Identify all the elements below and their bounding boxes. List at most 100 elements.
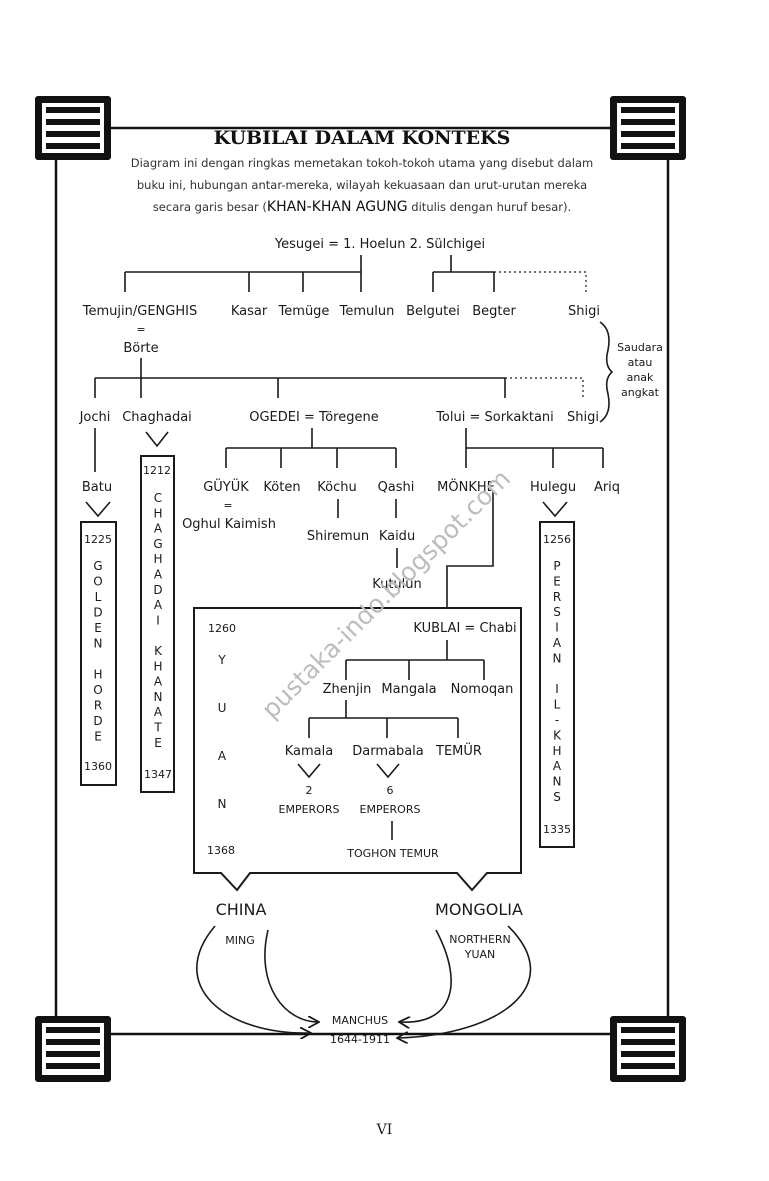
arrow-mongolia-outer bbox=[398, 925, 532, 1038]
yuan-box bbox=[193, 607, 522, 892]
chaghadai-letter: A bbox=[154, 522, 163, 536]
golden-horde-end: 1360 bbox=[84, 760, 112, 773]
darmabala-emperors-label: EMPERORS bbox=[360, 803, 421, 816]
kutulun-node: Kutulun bbox=[372, 577, 422, 592]
northern-label: NORTHERN bbox=[449, 933, 511, 946]
ogedei-child-kochu: Köchu bbox=[317, 480, 356, 495]
mongolia-label: MONGOLIA bbox=[435, 900, 523, 919]
chaghadai-khanate-box bbox=[140, 455, 175, 793]
yesugei-node: Yesugei = 1. Hoelun 2. Sülchigei bbox=[274, 237, 485, 252]
guyuk-marriage-symbol: = bbox=[223, 499, 232, 512]
kublai-child-zhenjin: Zhenjin bbox=[323, 682, 372, 697]
kublai-node: KUBLAI = Chabi bbox=[413, 621, 516, 636]
gen2-tolui: Tolui = Sorkaktani bbox=[435, 410, 554, 425]
yuan-letter: N bbox=[218, 797, 227, 811]
bracket-note-line-2: atau bbox=[628, 356, 653, 369]
description-line-2: buku ini, hubungan antar-mereka, wilayah… bbox=[137, 178, 587, 192]
persian-letter: I bbox=[555, 682, 559, 696]
golden-letter: G bbox=[93, 559, 102, 573]
chaghadai-letter: A bbox=[154, 675, 163, 689]
persian-ilkhans-start: 1256 bbox=[543, 533, 571, 546]
tolui-child-monkhe: MÖNKHE bbox=[437, 478, 495, 495]
persian-letter: S bbox=[553, 605, 561, 619]
chaghadai-letter: C bbox=[154, 491, 162, 505]
gen2-shigi: Shigi bbox=[567, 410, 599, 425]
bracket-note-line-3: anak bbox=[627, 371, 654, 384]
golden-letter: R bbox=[94, 699, 102, 713]
gen2-jochi: Jochi bbox=[79, 410, 111, 425]
kamala-chevron bbox=[297, 763, 321, 779]
chaghadai-letter: A bbox=[154, 598, 163, 612]
persian-letter: A bbox=[553, 759, 562, 773]
golden-letter: E bbox=[94, 621, 102, 635]
shiremun-node: Shiremun bbox=[307, 529, 369, 544]
gen1-temuge: Temüge bbox=[278, 304, 330, 319]
persian-ilkhans-end: 1335 bbox=[543, 823, 571, 836]
gen2-ogedei: OGEDEI = Töregene bbox=[249, 410, 378, 425]
batu-node: Batu bbox=[82, 480, 112, 495]
kamala-emperors-label: EMPERORS bbox=[279, 803, 340, 816]
manchus-years: 1644-1911 bbox=[330, 1033, 390, 1046]
gen2-chaghadai: Chaghadai bbox=[122, 410, 192, 425]
chaghadai-khanate-start: 1212 bbox=[143, 464, 171, 477]
persian-letter: P bbox=[553, 559, 560, 573]
golden-letter: E bbox=[94, 730, 102, 744]
chaghadai-letter: K bbox=[154, 644, 163, 658]
marriage-symbol: = bbox=[136, 323, 145, 336]
persian-letter: K bbox=[553, 728, 562, 742]
ming-label: MING bbox=[225, 934, 255, 947]
chaghadai-letter: T bbox=[153, 721, 162, 735]
bracket-note-line-4: angkat bbox=[621, 386, 660, 399]
corner-ornament-bottom-left bbox=[35, 1016, 111, 1082]
darmabala-emperor-count: 6 bbox=[387, 784, 394, 797]
monkhe-to-kublai-line bbox=[446, 491, 494, 608]
kublai-child-nomoqan: Nomoqan bbox=[451, 682, 514, 697]
adopted-link-gen2 bbox=[505, 377, 584, 398]
arrow-mongolia-inner bbox=[400, 929, 452, 1022]
arrow-china-inner bbox=[264, 929, 318, 1022]
persian-letter: N bbox=[553, 651, 562, 665]
description-emphasis: KHAN-KHAN AGUNG bbox=[267, 199, 408, 215]
persian-ilkhans-chevron bbox=[542, 501, 568, 518]
gen1-begter: Begter bbox=[472, 304, 516, 319]
kublai-children-lines bbox=[345, 640, 485, 680]
description-line-1: Diagram ini dengan ringkas memetakan tok… bbox=[131, 156, 594, 170]
arrow-china-outer bbox=[196, 925, 310, 1033]
persian-letter: - bbox=[555, 713, 559, 727]
chaghadai-letter: A bbox=[154, 705, 163, 719]
root-connector-lines bbox=[124, 255, 495, 292]
ogedei-child-koten: Köten bbox=[263, 480, 300, 495]
description-line-3: secara garis besar (KHAN-KHAN AGUNG ditu… bbox=[153, 199, 571, 215]
persian-letter: I bbox=[555, 621, 559, 635]
yuan-letter: A bbox=[218, 749, 227, 763]
golden-horde-chevron bbox=[85, 501, 111, 518]
kamala-emperor-count: 2 bbox=[306, 784, 313, 797]
yuan-letters: Y U A N bbox=[217, 653, 227, 811]
persian-ilkhans-box bbox=[539, 521, 575, 848]
description-line-3a: secara garis besar ( bbox=[153, 200, 267, 214]
ogedei-children-lines bbox=[225, 428, 397, 468]
golden-letter: D bbox=[93, 714, 102, 728]
kaidu-node: Kaidu bbox=[379, 529, 415, 544]
yuan-letter: U bbox=[218, 701, 227, 715]
persian-letter: R bbox=[553, 590, 561, 604]
ogedei-child-qashi: Qashi bbox=[378, 480, 415, 495]
outer-frame bbox=[54, 126, 670, 1036]
chaghadai-letter: D bbox=[153, 583, 162, 597]
zhenjin-child-temur: TEMÜR bbox=[435, 742, 482, 759]
corner-ornament-top-left bbox=[35, 96, 111, 160]
zhenjin-children-lines bbox=[308, 700, 459, 738]
persian-letter: E bbox=[553, 574, 561, 588]
chaghadai-letter: N bbox=[154, 690, 163, 704]
tolui-child-hulegu: Hulegu bbox=[530, 480, 576, 495]
gen1-temujin: Temujin/GENGHIS bbox=[82, 304, 197, 319]
chaghadai-letter: E bbox=[154, 736, 162, 750]
manchus-label: MANCHUS bbox=[332, 1014, 388, 1027]
page-number: VI bbox=[376, 1122, 393, 1138]
golden-letter: D bbox=[93, 606, 102, 620]
yuan-letter: Y bbox=[217, 653, 226, 667]
